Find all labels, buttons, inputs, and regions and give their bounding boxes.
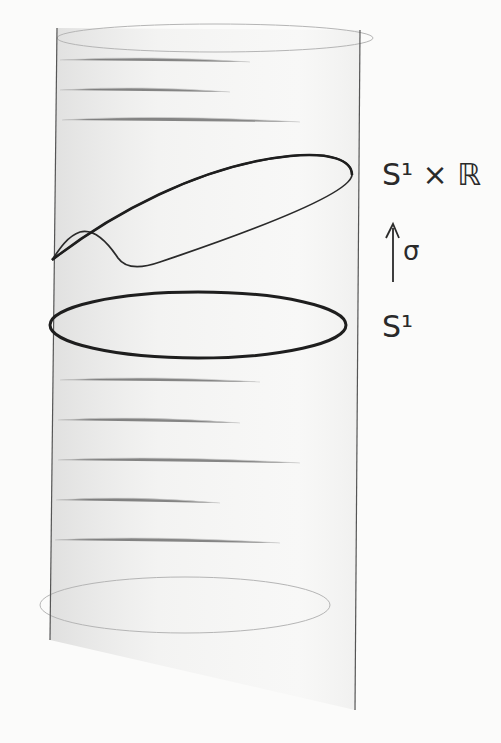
bottom-rim [40, 577, 330, 633]
cylinder-right-side [355, 30, 360, 710]
section-label: σ [403, 238, 419, 264]
space-label: S¹ × ℝ [382, 160, 481, 190]
pencil-hatching [55, 58, 300, 543]
cylinder-shading [50, 28, 360, 710]
circle-s1 [50, 292, 346, 358]
map-arrow [392, 228, 394, 282]
section-curve [52, 155, 352, 267]
top-rim [57, 24, 373, 52]
section-curve-front [52, 155, 352, 260]
circle-label: S¹ [382, 312, 413, 342]
arrow-head [386, 224, 399, 238]
